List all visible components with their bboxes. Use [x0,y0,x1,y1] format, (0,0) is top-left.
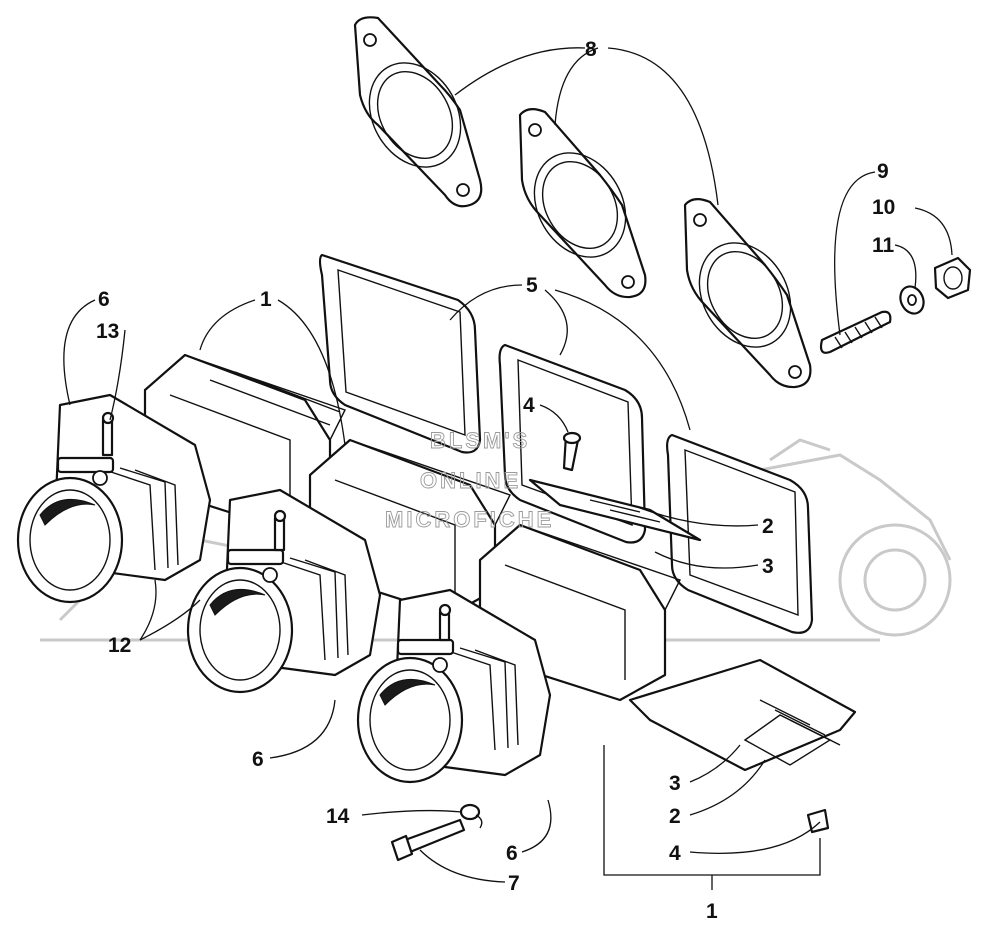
reed-screw-upper [562,431,582,472]
boot-left [16,393,212,604]
callout-1-bottom: 1 [706,900,718,923]
callout-11: 11 [872,234,895,257]
watermark-text: BLSM'S ONLINE MICROFICHE [385,428,554,533]
callout-12: 12 [108,634,131,657]
boot-right [356,588,552,784]
gasket-left [353,16,483,208]
callout-4-lower: 4 [669,842,681,865]
gasket-middle [518,108,647,299]
reed-petal-lower [628,658,857,772]
watermark-line-3: MICROFICHE [385,507,554,532]
callout-14: 14 [326,805,350,828]
lock-tab [459,803,483,829]
reed-petal-upper [528,478,702,542]
bolt [390,818,466,862]
callout-10: 10 [872,196,895,219]
watermark-line-1: BLSM'S [430,428,530,453]
callout-5: 5 [526,274,538,297]
boot-middle [186,488,382,694]
reed-screw-lower [806,808,830,834]
callout-1-top: 1 [260,288,272,311]
callout-7: 7 [508,872,520,895]
callout-8: 8 [585,38,597,61]
callout-13: 13 [96,320,119,343]
callout-6-middle: 6 [252,748,264,771]
callout-4-upper: 4 [523,394,535,417]
stud [819,310,892,354]
gasket-right [683,198,812,389]
callout-3-upper: 3 [762,555,774,578]
callout-6-topleft: 6 [98,288,110,311]
callout-9: 9 [877,160,889,183]
callout-3-lower: 3 [669,772,681,795]
leader-lines [63,47,953,890]
washer [899,285,925,315]
callout-2-upper: 2 [762,515,774,538]
callout-2-lower: 2 [669,805,681,828]
reed-gasket-1 [318,253,482,454]
watermark-line-2: ONLINE [420,468,521,493]
callout-6-bottom: 6 [506,842,518,865]
nut [933,256,972,300]
callouts: 8 9 10 11 5 1 6 13 4 2 3 12 6 3 2 4 14 6… [96,38,895,923]
